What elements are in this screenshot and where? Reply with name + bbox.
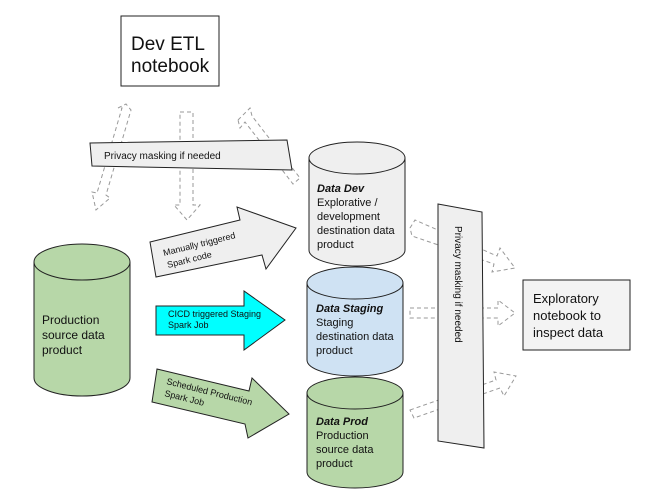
exploratory-notebook-box: Exploratory notebook to inspect data [522, 279, 631, 351]
data-prod-line1: Production [316, 430, 369, 442]
privacy-banner-label: Privacy masking if needed [104, 151, 221, 162]
exploratory-line3: inspect data [533, 325, 604, 340]
production-source-line1: Production [42, 313, 99, 327]
production-source-line2: source data [42, 328, 105, 342]
production-source-line3: product [42, 343, 83, 357]
data-prod-cylinder: Data Prod Production source data product [306, 376, 404, 489]
data-prod-line3: product [316, 458, 353, 470]
data-dev-cylinder: Data Dev Explorative / development desti… [308, 141, 406, 267]
dashed-arrow-from-staging [409, 298, 516, 328]
privacy-banner: Privacy masking if needed [89, 139, 293, 171]
data-dev-line2: development [317, 211, 380, 223]
cicd-trigger-line2: Spark Job [168, 320, 209, 330]
data-dev-line3: destination data [317, 225, 396, 237]
data-staging-line3: product [316, 345, 353, 357]
data-dev-line4: product [317, 239, 354, 251]
data-staging-cylinder: Data Staging Staging destination data pr… [306, 266, 404, 377]
dev-etl-notebook-box: Dev ETL notebook [120, 15, 220, 87]
data-staging-line1: Staging [316, 317, 353, 329]
data-prod-line2: source data [316, 444, 374, 456]
data-staging-line2: destination data [316, 331, 395, 343]
data-dev-title: Data Dev [317, 183, 365, 195]
scheduled-trigger-arrow: Scheduled Production Spark Job [151, 368, 290, 439]
dashed-arrow-from-prod [409, 371, 517, 419]
cicd-trigger-arrow: CICD triggered Staging Spark Job [155, 290, 286, 351]
privacy-vertical-label: Privacy masking if needed [452, 226, 463, 343]
dev-etl-label-line2: notebook [131, 56, 210, 77]
dashed-arrow-right [237, 107, 301, 185]
data-staging-title: Data Staging [316, 303, 384, 315]
dev-etl-label-line1: Dev ETL [131, 34, 205, 55]
exploratory-line2: notebook to [533, 308, 601, 323]
privacy-vertical-bar: Privacy masking if needed [437, 203, 485, 449]
manual-trigger-arrow: Manually triggered Spark code [149, 206, 297, 278]
dashed-arrow-center [172, 111, 202, 221]
output-dashed-arrows [409, 219, 517, 419]
exploratory-line1: Exploratory [533, 291, 599, 306]
production-source-cylinder: Production source data product [33, 243, 131, 397]
cicd-trigger-line1: CICD triggered Staging [168, 309, 261, 319]
data-dev-line1: Explorative / [317, 197, 378, 209]
data-prod-title: Data Prod [316, 416, 368, 428]
